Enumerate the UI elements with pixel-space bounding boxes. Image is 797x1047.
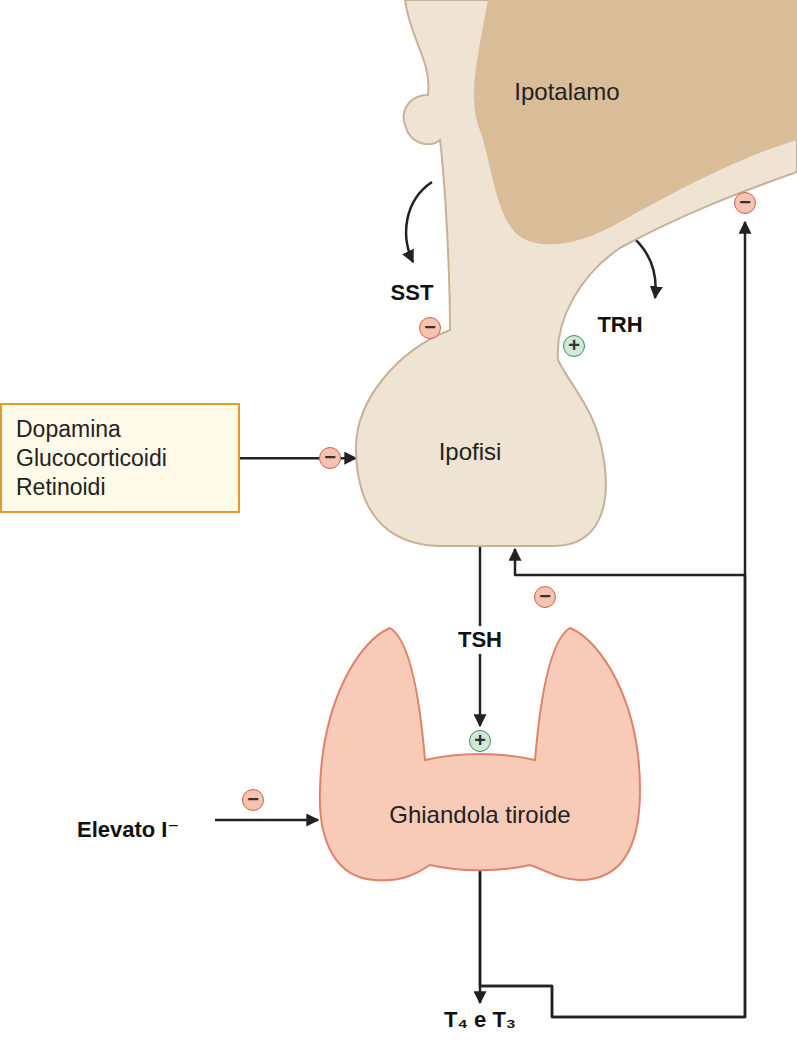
trh-release-arrow xyxy=(628,233,656,298)
organ-outline xyxy=(356,0,797,546)
inhibitor-box: Dopamina Glucocorticoidi Retinoidi xyxy=(0,403,240,513)
stimulation-sign: + xyxy=(563,335,585,357)
thyroid-gland-shape: Ghiandola tiroide xyxy=(315,620,645,885)
organ-name: Ipofisi xyxy=(439,438,502,467)
hormone-name: TRH xyxy=(597,312,642,338)
hormone-name: SST xyxy=(391,280,434,306)
inhibition-sign: − xyxy=(534,586,556,608)
inhibition-sign: − xyxy=(419,317,441,339)
sst-release-arrow xyxy=(406,182,432,262)
organ-name: Ghiandola tiroide xyxy=(389,801,570,830)
organ-outline xyxy=(320,628,640,880)
stimulation-sign: + xyxy=(469,730,491,752)
hormone-output-arrow xyxy=(479,986,482,1003)
organ-outline xyxy=(474,0,797,244)
hormone-name: T₄ e T₃ xyxy=(444,1007,516,1033)
stimulus-name: Elevato I⁻ xyxy=(77,817,179,843)
inhibition-sign: − xyxy=(319,447,341,469)
hormone-name: TSH xyxy=(454,626,506,654)
thyroid-gland-shape-outline xyxy=(315,620,645,885)
inhibition-sign: − xyxy=(242,789,264,811)
organ-name: Ipotalamo xyxy=(514,78,619,107)
iodide-arrow xyxy=(215,819,318,822)
inhibition-sign: − xyxy=(734,192,756,214)
agent-list: Dopamina Glucocorticoidi Retinoidi xyxy=(16,415,224,501)
